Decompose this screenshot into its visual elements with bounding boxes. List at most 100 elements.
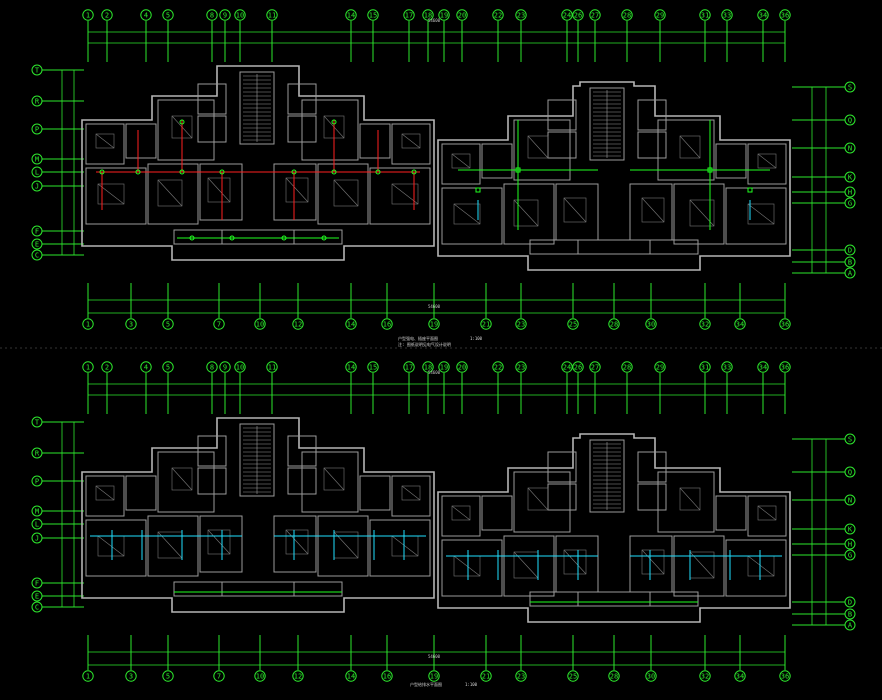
room-wall xyxy=(513,119,571,181)
axis-bubble xyxy=(734,670,746,682)
overall-dimension-top: 54600 xyxy=(428,370,441,375)
axis-bubble xyxy=(844,81,856,93)
furniture xyxy=(207,177,231,203)
axis-bubble xyxy=(480,318,492,330)
axis-bubble xyxy=(206,9,218,21)
axis-label: C xyxy=(35,252,39,260)
room-wall xyxy=(197,435,227,467)
stair-core xyxy=(589,87,625,161)
room-wall xyxy=(503,183,555,245)
axis-bubble xyxy=(82,670,94,682)
axis-label: 12 xyxy=(294,673,302,681)
axis-bubble xyxy=(844,171,856,183)
axis-label: 23 xyxy=(517,364,525,372)
room-wall xyxy=(199,163,243,221)
furniture xyxy=(679,487,701,511)
room-wall xyxy=(725,539,787,597)
axis-label: 5 xyxy=(166,673,170,681)
furniture xyxy=(323,467,345,491)
axis-label: 15 xyxy=(369,364,377,372)
power-circuit xyxy=(101,172,415,210)
furniture xyxy=(285,529,309,555)
furniture xyxy=(207,529,231,555)
building-outline xyxy=(81,65,435,261)
axis-label: 8 xyxy=(210,12,214,20)
room-wall xyxy=(147,515,199,577)
axis-label: 31 xyxy=(701,364,709,372)
axis-bubble xyxy=(844,197,856,209)
furniture xyxy=(453,203,481,225)
axis-bubble xyxy=(734,318,746,330)
axis-bubble xyxy=(492,9,504,21)
axis-bubble xyxy=(234,361,246,373)
axis-bubble xyxy=(367,9,379,21)
axis-bubble xyxy=(292,318,304,330)
plan-scale: 1:100 xyxy=(465,682,478,687)
axis-label: 18 xyxy=(424,12,432,20)
axis-label: 10 xyxy=(236,364,244,372)
axis-label: 29 xyxy=(656,364,664,372)
axis-label: 32 xyxy=(701,321,709,329)
room-wall xyxy=(197,83,227,115)
device-symbol xyxy=(475,187,481,193)
axis-label: 14 xyxy=(347,321,355,329)
axis-label: 22 xyxy=(494,364,502,372)
axis-bubble xyxy=(213,318,225,330)
axis-bubble xyxy=(31,447,43,459)
axis-bubble xyxy=(31,225,43,237)
axis-bubble xyxy=(844,596,856,608)
axis-label: 28 xyxy=(610,673,618,681)
furniture xyxy=(747,203,775,225)
axis-bubble xyxy=(844,619,856,631)
outlet-symbol xyxy=(219,169,225,175)
axis-label: 19 xyxy=(430,321,438,329)
axis-label: R xyxy=(35,450,40,458)
axis-bubble xyxy=(206,361,218,373)
axis-label: 28 xyxy=(623,364,631,372)
axis-bubble xyxy=(621,9,633,21)
axis-bubble xyxy=(345,670,357,682)
furniture xyxy=(757,505,777,521)
axis-label: 33 xyxy=(723,12,731,20)
room-wall xyxy=(221,229,343,245)
outlet-symbol xyxy=(229,235,235,241)
axis-label: 25 xyxy=(569,673,577,681)
axis-bubble xyxy=(567,670,579,682)
axis-label: L xyxy=(35,169,39,177)
axis-label: T xyxy=(35,67,40,75)
furniture xyxy=(401,485,421,501)
axis-bubble xyxy=(31,577,43,589)
axis-bubble xyxy=(125,670,137,682)
axis-label: 2 xyxy=(105,12,109,20)
furniture xyxy=(95,485,115,501)
axis-label: 11 xyxy=(268,12,276,20)
room-wall xyxy=(369,167,431,225)
furniture xyxy=(527,135,549,159)
axis-bubble xyxy=(699,361,711,373)
axis-bubble xyxy=(82,318,94,330)
furniture xyxy=(207,529,231,555)
axis-label: 20 xyxy=(458,12,466,20)
axis-bubble xyxy=(381,318,393,330)
furniture xyxy=(513,199,539,227)
axis-label: 7 xyxy=(217,673,221,681)
room-wall xyxy=(637,451,667,483)
axis-label: 34 xyxy=(736,673,744,681)
axis-label: 17 xyxy=(405,364,413,372)
axis-bubble xyxy=(572,9,584,21)
room-wall xyxy=(657,471,715,533)
axis-label: 34 xyxy=(759,364,767,372)
axis-bubble xyxy=(438,361,450,373)
outlet-symbol xyxy=(291,169,297,175)
furniture xyxy=(757,153,777,169)
axis-bubble xyxy=(721,9,733,21)
axis-label: 28 xyxy=(610,321,618,329)
room-wall xyxy=(301,99,359,161)
axis-label: 12 xyxy=(294,321,302,329)
room-wall xyxy=(125,123,157,159)
axis-label: 8 xyxy=(210,364,214,372)
axis-label: 4 xyxy=(144,364,148,372)
axis-label: K xyxy=(848,526,853,534)
axis-label: 18 xyxy=(424,364,432,372)
